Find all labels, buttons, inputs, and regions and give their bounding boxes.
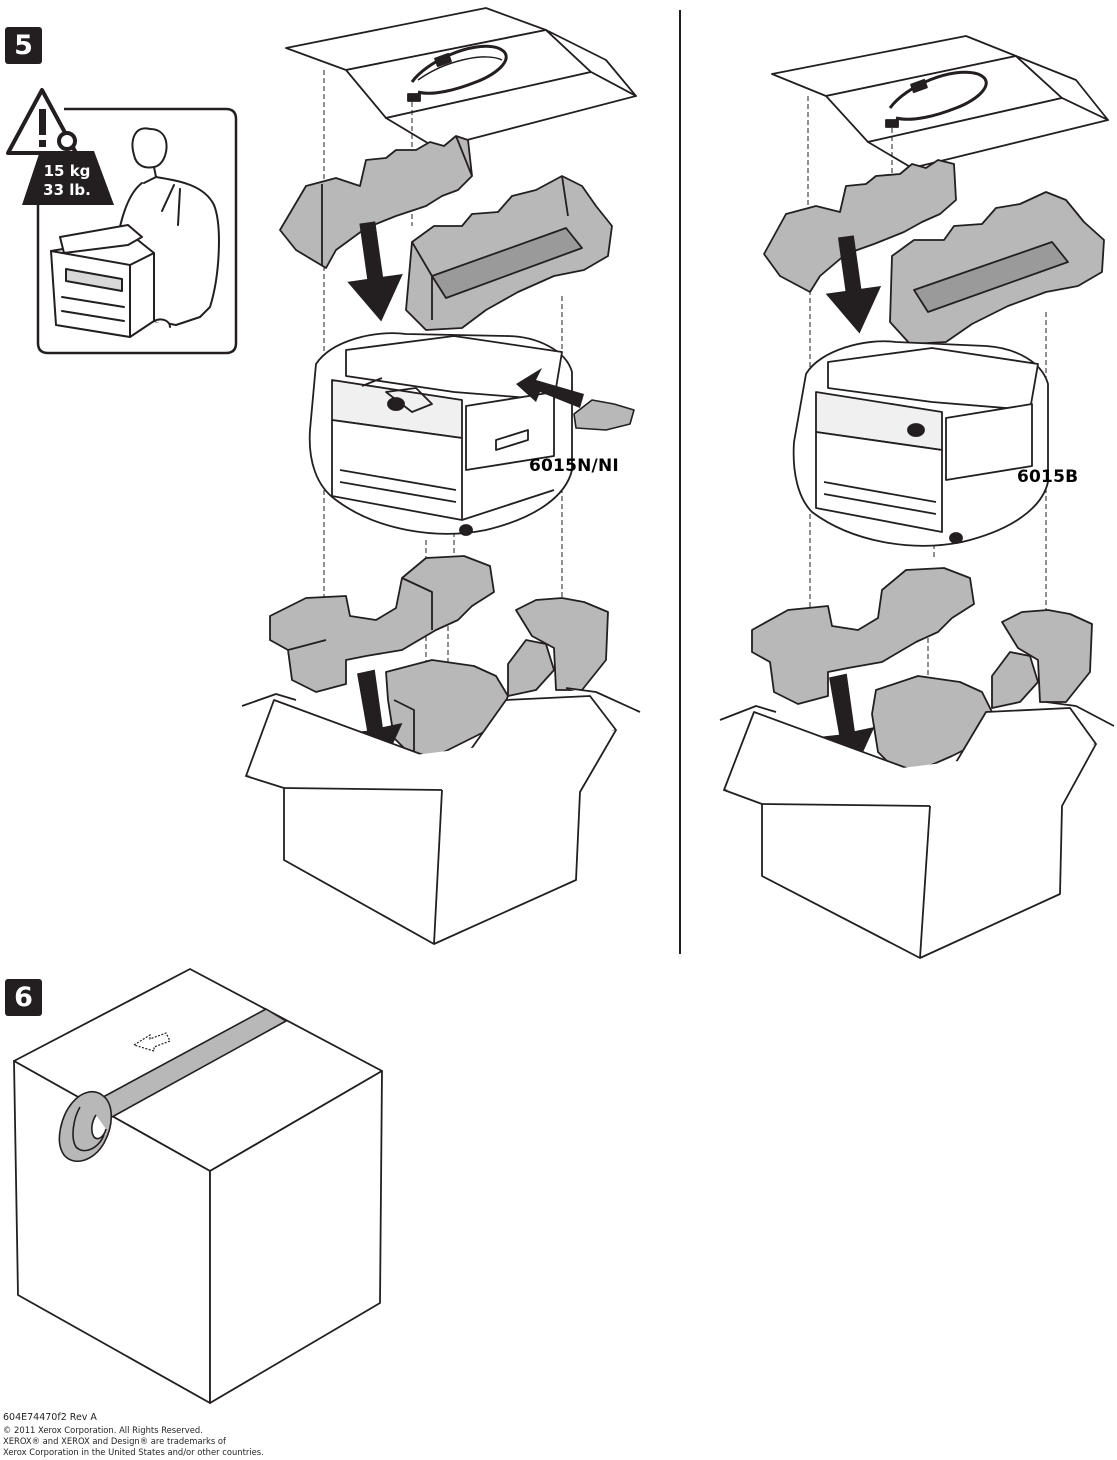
packing-diagram-6015n (241, 7, 641, 945)
open-shipping-box (719, 701, 1115, 959)
weight-lb-label: 33 lb. (43, 181, 91, 199)
this-side-up-icon (132, 1032, 171, 1052)
weight-kg-label: 15 kg (44, 162, 91, 180)
packing-tape (58, 1008, 287, 1163)
bottom-foam-inserts (751, 567, 1093, 771)
insert-arrow-icon (516, 368, 584, 408)
lifting-warning-illustration: 15 kg 33 lb. (6, 88, 238, 355)
side-foam-piece (573, 399, 635, 431)
trademark-text-1: XEROX® and XEROX and Design® are tradema… (3, 1436, 226, 1446)
column-divider (679, 10, 681, 954)
top-flap-with-cable (285, 7, 637, 149)
step-5-badge: 5 (5, 27, 42, 64)
open-shipping-box (241, 687, 641, 945)
top-flap-with-cable (771, 35, 1109, 169)
step-6-badge: 6 (5, 979, 42, 1016)
footer: 604E74470f2 Rev A © 2011 Xerox Corporati… (3, 1412, 264, 1458)
document-id: 604E74470f2 Rev A (3, 1412, 97, 1423)
model-label-6015n: 6015N/NI (529, 456, 619, 476)
weight-icon: 15 kg 33 lb. (22, 131, 114, 205)
top-foam-inserts (763, 159, 1105, 345)
person-lifting-printer (50, 127, 220, 338)
copyright-text: © 2011 Xerox Corporation. All Rights Res… (3, 1425, 203, 1435)
bottom-foam-inserts (269, 555, 609, 757)
down-arrow-icon (347, 221, 403, 322)
trademark-text-2: Xerox Corporation in the United States a… (3, 1447, 264, 1457)
printer-in-bag (308, 332, 573, 536)
down-arrow-icon (825, 235, 882, 334)
model-label-6015b: 6015B (1017, 467, 1079, 487)
packing-diagram-6015b (719, 35, 1115, 959)
printer-in-bag (792, 340, 1049, 547)
taped-box-illustration (13, 968, 383, 1404)
top-foam-inserts (279, 135, 613, 331)
